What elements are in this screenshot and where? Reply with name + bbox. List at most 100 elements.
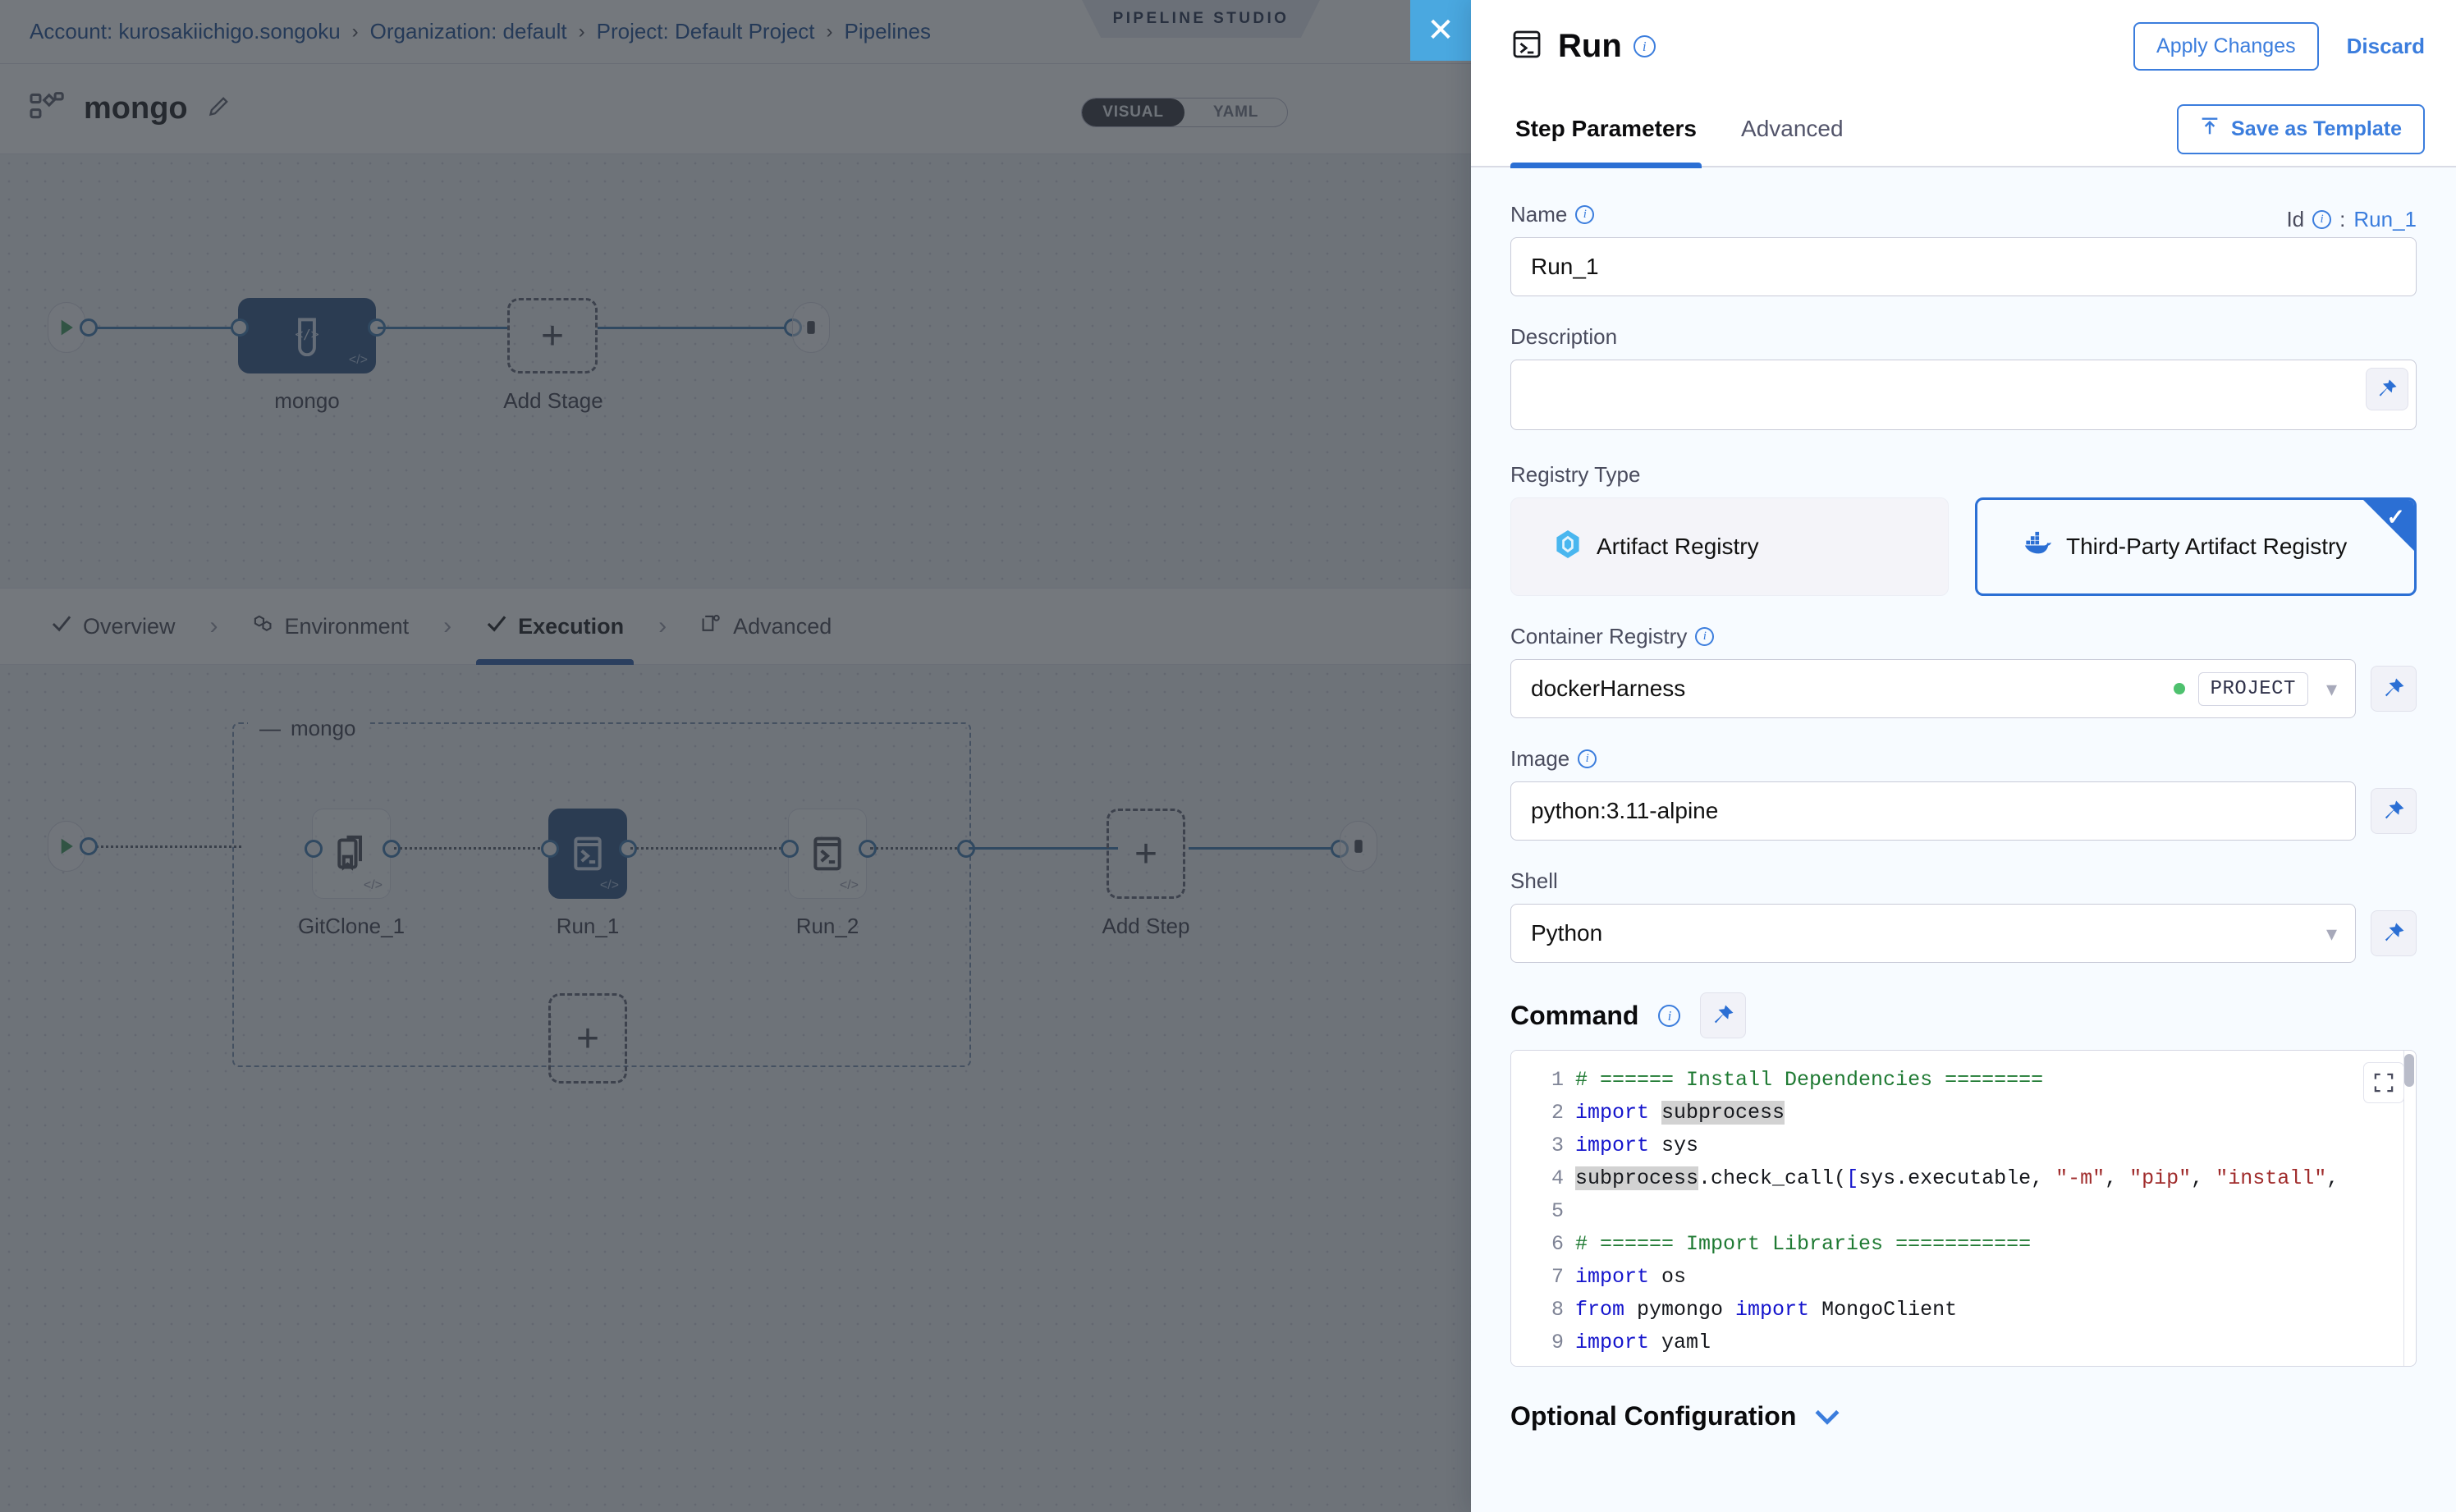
edge-dot [80,318,98,337]
breadcrumb-item-project[interactable]: Project: Default Project [596,19,815,44]
toggle-visual[interactable]: VISUAL [1082,99,1184,126]
code-token: , [2105,1166,2130,1190]
image-pin-icon[interactable] [2371,788,2417,834]
registry-type-options: Artifact Registry ✓ Third-Party Artifact… [1510,497,2417,596]
step-group-label: mongo [291,716,356,740]
code-token: [ [1846,1166,1859,1190]
editor-line: # ====== Install Dependencies ======== [1575,1064,2416,1097]
panel-title: Run [1558,27,1622,64]
edge-dot [541,840,559,858]
discard-button[interactable]: Discard [2346,33,2425,58]
tab-advanced[interactable]: Advanced [1741,116,1844,141]
editor-line-number: 6 [1551,1232,1564,1256]
pipeline-end-node[interactable] [792,302,830,353]
container-registry-pin-icon[interactable] [2371,666,2417,712]
editor-line-number: 8 [1551,1298,1564,1322]
breadcrumb-separator: › [578,20,585,43]
shell-select[interactable]: Python ▾ [1510,904,2356,963]
description-pin-icon[interactable] [2366,368,2408,410]
stage-tab-label: Overview [83,613,176,639]
stage-tab-environment[interactable]: Environment [231,588,431,665]
pipeline-studio-badge: PIPELINE STUDIO [1082,0,1320,38]
chevron-down-icon[interactable]: ▾ [2325,921,2337,946]
info-icon[interactable]: i [2312,210,2332,229]
panel-header: Run i Apply Changes Discard [1471,0,2456,92]
step-group-header[interactable]: — mongo [248,716,368,741]
settings-page-icon [701,613,722,640]
editor-line-number: 3 [1551,1134,1564,1157]
stage-tab-overview[interactable]: Overview [30,588,197,665]
execution-canvas[interactable]: — mongo </> GitClone_1 [0,665,1471,1512]
code-token: yaml [1661,1331,1711,1354]
toggle-yaml[interactable]: YAML [1212,103,1259,121]
name-input[interactable] [1510,237,2417,296]
image-input[interactable] [1510,781,2356,841]
add-parallel-step-button[interactable]: + [548,993,627,1084]
tab-step-parameters[interactable]: Step Parameters [1510,91,1702,168]
stage-config-tabs[interactable]: Overview › Environment › Execution › [0,588,1471,665]
code-token: .check_call( [1698,1166,1847,1190]
edge-dot [231,318,249,337]
chevron-right-icon: › [209,612,218,639]
expand-icon[interactable] [2363,1062,2404,1103]
editor-line [1575,1195,2416,1228]
step-node-run-2[interactable]: </> [788,809,867,899]
description-textarea[interactable] [1510,360,2417,430]
editor-scroll-track [2403,1051,2404,1366]
stage-tab-advanced[interactable]: Advanced [680,588,853,665]
breadcrumb-item-account[interactable]: Account: kurosakiichigo.songoku [30,19,341,44]
shell-pin-icon[interactable] [2371,910,2417,956]
container-registry-field: dockerHarness PROJECT ▾ [1510,659,2417,718]
info-icon[interactable]: i [1695,627,1715,646]
info-icon[interactable]: i [1578,749,1597,768]
collapse-icon[interactable]: — [259,716,281,740]
code-token: import [1575,1101,1662,1125]
info-icon[interactable]: i [1575,205,1595,224]
pipeline-icon [30,90,66,127]
edge [969,847,1118,850]
stage-tab-execution[interactable]: Execution [465,588,645,665]
pipeline-studio-badge-label: PIPELINE STUDIO [1112,10,1290,27]
edge [630,847,786,850]
code-token: import [1735,1298,1822,1322]
code-token: subprocess [1661,1101,1785,1125]
command-pin-icon[interactable] [1700,992,1747,1038]
stage-node-mongo[interactable]: </> </> [238,298,376,373]
step-node-label: Run_1 [556,914,620,938]
visual-yaml-toggle[interactable]: VISUAL YAML [1081,98,1288,127]
optional-configuration-toggle[interactable]: Optional Configuration [1510,1401,2417,1432]
breadcrumb-item-organization[interactable]: Organization: default [369,19,567,44]
step-node-gitclone-1[interactable]: </> [312,809,391,899]
execution-end-node[interactable] [1340,821,1377,872]
code-token: # ====== Install Dependencies ======== [1575,1068,2044,1092]
edge [394,847,550,850]
add-step-button[interactable]: + [1107,809,1185,899]
registry-option-third-party-artifact-registry[interactable]: ✓ Third-Party Artifact Registry [1975,497,2417,596]
apply-changes-button[interactable]: Apply Changes [2133,21,2319,71]
stage-canvas[interactable]: </> </> mongo + Add Stage [0,154,1471,588]
info-icon[interactable]: i [1633,34,1656,57]
info-icon[interactable]: i [1658,1004,1681,1027]
close-panel-button[interactable]: ✕ [1410,0,1471,61]
hexagon-icon [253,613,274,640]
command-code-editor[interactable]: 12345678910 # ====== Install Dependencie… [1510,1050,2417,1367]
breadcrumb-item-pipelines[interactable]: Pipelines [844,19,932,44]
code-token: import [1575,1265,1662,1289]
editor-line: # ====== Import Libraries =========== [1575,1228,2416,1261]
step-node-run-1[interactable]: </> [548,809,627,899]
chevron-down-icon[interactable]: ▾ [2325,676,2337,701]
command-header: Command i [1510,992,2417,1038]
edge [1189,847,1336,850]
code-badge-icon: </> [348,353,368,367]
code-badge-icon: </> [599,878,619,892]
registry-option-artifact-registry[interactable]: Artifact Registry [1510,497,1949,596]
editor-scrollbar[interactable] [2404,1054,2414,1087]
save-as-template-button[interactable]: Save as Template [2177,103,2425,154]
pencil-icon[interactable] [206,94,231,123]
plus-icon: + [540,314,565,358]
editor-code-content[interactable]: # ====== Install Dependencies ======== im… [1575,1051,2416,1366]
save-as-template-label: Save as Template [2231,117,2402,140]
stage-tab-label: Environment [284,613,410,639]
add-stage-button[interactable]: + [507,298,598,373]
container-registry-select[interactable]: dockerHarness PROJECT ▾ [1510,659,2356,718]
